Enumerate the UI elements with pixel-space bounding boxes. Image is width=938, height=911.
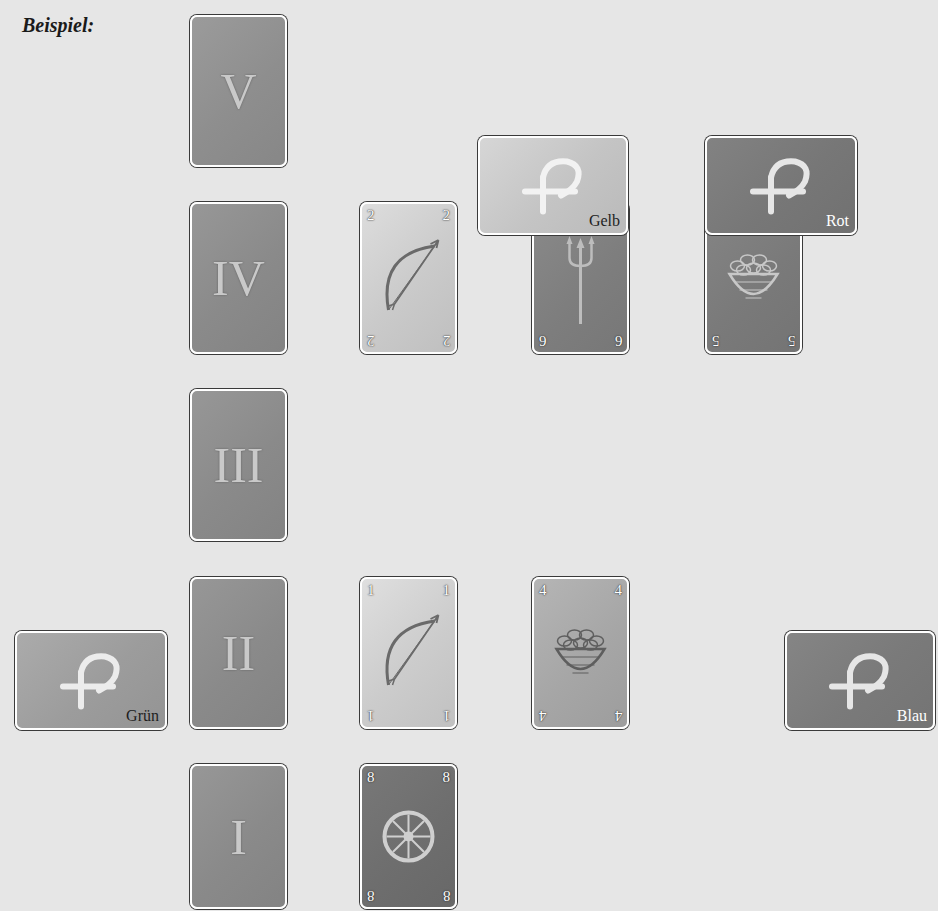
card-value: 1	[367, 583, 375, 598]
card-value: 1	[443, 708, 451, 723]
card-value: 8	[367, 888, 375, 903]
card-value: 2	[443, 333, 451, 348]
card-value: 8	[367, 770, 375, 785]
player-color: Gelb	[589, 212, 620, 230]
card-value: 8	[443, 770, 451, 785]
round-card: II	[190, 577, 287, 729]
card-value: 1	[367, 708, 375, 723]
round-card: III	[190, 389, 287, 541]
player-marker: Gelb	[478, 136, 628, 235]
card-value: 2	[367, 333, 375, 348]
bow-picture	[362, 579, 455, 727]
number-card: 1 1 1 1	[360, 577, 457, 729]
round-numeral: V	[220, 62, 256, 120]
player-color: Rot	[826, 212, 849, 230]
card-value: 4	[539, 583, 547, 598]
bow-picture	[362, 204, 455, 352]
card-value: 5	[788, 333, 796, 348]
card-value: 5	[712, 333, 720, 348]
round-numeral: II	[222, 624, 255, 682]
example-heading: Beispiel:	[22, 14, 94, 37]
card-value: 8	[443, 888, 451, 903]
basket-picture	[534, 579, 627, 727]
player-color: Blau	[897, 707, 927, 725]
wheel-picture	[362, 766, 455, 907]
card-value: 4	[615, 583, 623, 598]
round-card: V	[190, 15, 287, 167]
player-marker: Blau	[785, 631, 935, 730]
card-value: 6	[615, 333, 623, 348]
round-numeral: I	[230, 808, 247, 866]
number-card: 2 2 2 2	[360, 202, 457, 354]
round-card: IV	[190, 202, 287, 354]
player-marker: Grün	[15, 631, 167, 730]
round-numeral: III	[214, 436, 264, 494]
card-value: 6	[539, 333, 547, 348]
player-color: Grün	[126, 707, 159, 725]
card-value: 4	[539, 708, 547, 723]
number-card: 8 8 8 8	[360, 764, 457, 909]
card-value: 4	[615, 708, 623, 723]
card-value: 2	[443, 208, 451, 223]
player-marker: Rot	[705, 136, 857, 235]
number-card: 4 4 4 4	[532, 577, 629, 729]
round-numeral: IV	[212, 249, 265, 307]
card-value: 1	[443, 583, 451, 598]
round-card: I	[190, 764, 287, 909]
card-value: 2	[367, 208, 375, 223]
